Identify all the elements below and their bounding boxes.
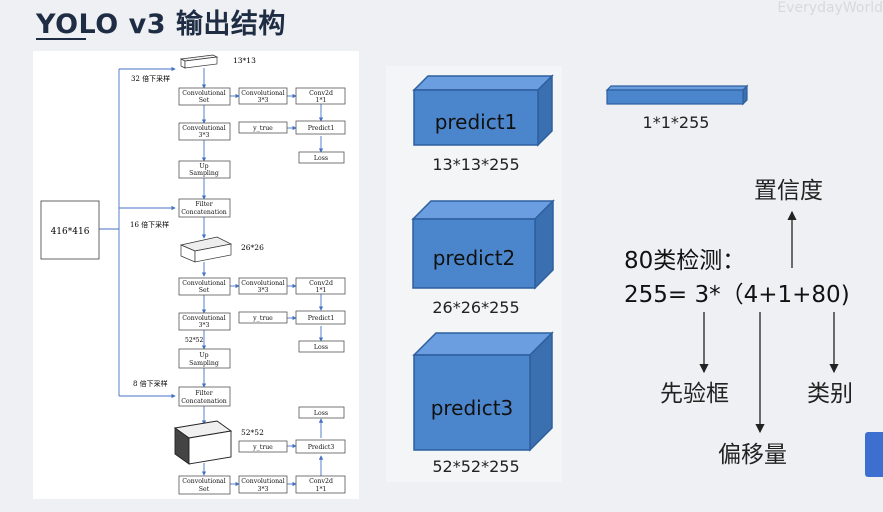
b1-conv2d-l1: Conv2d (309, 90, 333, 97)
equation-text: 255= 3*（4+1+80) (624, 282, 850, 308)
size-52-label: 52*52 (241, 428, 264, 437)
b2-loss: Loss (314, 344, 328, 351)
b2-ytrue: y_true (252, 315, 273, 322)
prior-box-label: 先验框 (660, 381, 729, 407)
network-diagram: 416*416 32 倍下采样 16 倍下采样 8 倍下采样 13*13 26*… (40, 54, 346, 495)
b1-loss: Loss (314, 155, 328, 162)
size-13-label: 13*13 (233, 56, 256, 65)
b1-ytrue: y_true (252, 125, 273, 132)
b3-conv2d-l1: Conv2d (309, 478, 333, 485)
b1-conv33-l1: Convolutional (241, 90, 284, 97)
b3-convset-l1: Convolutional (182, 478, 225, 485)
b2-up-l2: Sampling (189, 360, 219, 367)
b1-conv33b-l1: Convolutional (182, 125, 225, 132)
b1-convset-l2: Set (199, 97, 210, 104)
b2-convset-l2: Set (199, 287, 210, 294)
predict1-size: 13*13*255 (432, 155, 519, 174)
b1-conv33-l2: 3*3 (258, 97, 269, 104)
downsample-32-label: 32 倍下采样 (131, 74, 170, 83)
size-26-label: 26*26 (241, 243, 264, 252)
downsample-8-label: 8 倍下采样 (133, 379, 168, 388)
feature-cube-52 (173, 420, 233, 465)
b3-convset-l2: Set (199, 486, 210, 493)
side-tab[interactable] (865, 432, 883, 477)
b2-conv33-l2: 3*3 (258, 287, 269, 294)
downsample-16-label: 16 倍下采样 (130, 220, 169, 229)
feature-cube-26 (179, 236, 233, 263)
title-underline (36, 38, 86, 40)
predict2-cube (411, 199, 555, 290)
b1-filter-l2: Concatenation (181, 209, 227, 216)
confidence-label: 置信度 (754, 178, 823, 204)
predict3-size: 52*52*255 (432, 457, 519, 476)
predict1-cube (412, 74, 554, 147)
size-52-top-label: 52*52 (185, 337, 203, 344)
b2-conv33b-l2: 3*3 (199, 322, 210, 329)
input-size-label: 416*416 (51, 227, 90, 237)
detect-80-label: 80类检测： (624, 248, 745, 274)
b2-conv33b-l1: Convolutional (182, 315, 225, 322)
category-label: 类别 (807, 381, 853, 407)
b1-conv2d-l2: 1*1 (316, 97, 327, 104)
predict3-cube (412, 331, 554, 452)
b1-convset-l1: Convolutional (182, 90, 225, 97)
b2-filter-l1: Filter (195, 390, 212, 397)
page-title: YOLO v3 输出结构 (36, 9, 286, 40)
b2-filter-l2: Concatenation (181, 398, 227, 405)
input-box (40, 200, 100, 260)
predict2-label: predict2 (433, 246, 516, 270)
b1-up-l2: Sampling (189, 170, 219, 177)
b3-loss: Loss (314, 410, 328, 417)
b2-convset-l1: Convolutional (182, 280, 225, 287)
vector-size: 1*1*255 (643, 113, 710, 132)
predict2-size: 26*26*255 (432, 298, 519, 317)
offset-label: 偏移量 (718, 442, 787, 468)
predict3-label: predict3 (431, 396, 514, 420)
b1-conv33b-l2: 3*3 (199, 132, 210, 139)
b3-conv2d-l2: 1*1 (316, 486, 327, 493)
b1-up-l1: Up (199, 163, 208, 170)
b3-conv33-l2: 3*3 (258, 486, 269, 493)
b2-conv2d-l1: Conv2d (309, 280, 333, 287)
vector-bar (605, 84, 749, 106)
b3-conv33-l1: Convolutional (241, 478, 284, 485)
b3-predict: Predict3 (308, 444, 335, 451)
watermark: EverydayWorld (777, 0, 883, 16)
b1-filter-l1: Filter (195, 201, 212, 208)
b3-ytrue: y_true (252, 444, 273, 451)
b1-predict: Predict1 (308, 125, 335, 132)
b2-conv2d-l2: 1*1 (316, 287, 327, 294)
b2-conv33-l1: Convolutional (241, 280, 284, 287)
feature-cube-13 (179, 54, 219, 69)
b2-predict: Predict1 (308, 315, 335, 322)
predict1-label: predict1 (435, 110, 518, 134)
b2-up-l1: Up (199, 352, 208, 359)
